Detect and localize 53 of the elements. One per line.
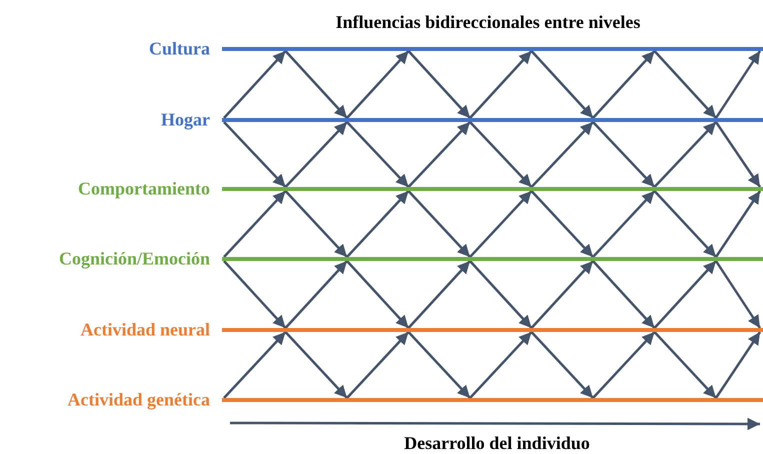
level-label: Actividad genética xyxy=(68,390,210,410)
arrow xyxy=(714,260,762,329)
arrow xyxy=(654,190,717,258)
arrow xyxy=(530,50,594,119)
arrow xyxy=(346,190,410,258)
arrow xyxy=(530,190,594,258)
arrow xyxy=(408,331,471,399)
arrow xyxy=(469,331,532,399)
arrow xyxy=(654,260,717,329)
arrow xyxy=(223,121,286,188)
arrow xyxy=(592,331,656,399)
level-label: Comportamiento xyxy=(78,178,210,200)
arrow xyxy=(592,121,656,188)
arrow xyxy=(346,50,410,119)
arrow xyxy=(346,260,410,329)
arrow xyxy=(714,190,762,258)
arrow xyxy=(654,121,717,188)
arrow xyxy=(469,121,532,188)
arrow xyxy=(223,331,286,399)
arrow xyxy=(284,260,348,329)
arrow xyxy=(714,121,762,188)
arrow xyxy=(592,260,656,329)
arrow xyxy=(284,331,348,399)
arrow xyxy=(654,331,717,399)
arrow xyxy=(714,50,762,119)
level-label: Hogar xyxy=(161,110,210,130)
arrow xyxy=(654,50,717,119)
arrow xyxy=(284,121,348,188)
level-label: Actividad neural xyxy=(80,320,210,340)
arrow xyxy=(530,260,594,329)
arrow xyxy=(346,331,410,399)
arrow xyxy=(223,50,286,119)
arrow xyxy=(408,260,471,329)
axis-label: Desarrollo del individuo xyxy=(404,433,590,454)
arrow xyxy=(592,190,656,258)
level-label: Cognición/Emoción xyxy=(58,248,210,270)
diagram-title: Influencias bidireccionales entre niveles xyxy=(336,12,640,33)
arrow xyxy=(592,50,656,119)
arrow xyxy=(223,260,286,329)
arrow xyxy=(469,190,532,258)
level-label: Cultura xyxy=(148,38,210,60)
arrow xyxy=(284,50,348,119)
arrow xyxy=(284,190,348,258)
arrow xyxy=(530,121,594,188)
arrow xyxy=(408,121,471,188)
arrow xyxy=(346,121,410,188)
arrow xyxy=(469,50,532,119)
arrow xyxy=(469,260,532,329)
arrow xyxy=(223,190,286,258)
arrow xyxy=(408,50,471,119)
arrow xyxy=(714,331,762,399)
arrow xyxy=(408,190,471,258)
arrow xyxy=(530,331,594,399)
